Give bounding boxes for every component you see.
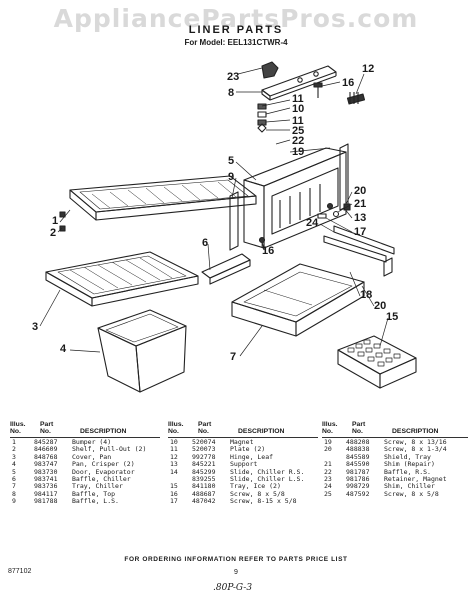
callout-21: 21 [354,198,367,210]
model-subtitle: For Model: EEL131CTWR-4 [184,38,288,47]
shim-support-parts [317,202,351,219]
callout-15: 15 [386,311,399,323]
crisper-pan-part [97,309,187,393]
callout-11b: 11 [292,115,304,127]
callout-16b: 16 [262,245,275,257]
ordering-note: FOR ORDERING INFORMATION REFER TO PARTS … [124,556,348,563]
chiller-slide-part [333,225,395,277]
callout-23: 23 [227,71,240,83]
callout-19: 19 [292,146,305,158]
watermark: AppliancePartsPros.com [53,4,419,33]
callout-22: 22 [292,135,305,147]
magnet-plate-stack [257,103,267,133]
callout-13: 13 [354,212,367,224]
table-header: Illus. No. Part No. DESCRIPTION [322,421,439,435]
callout-9: 9 [228,171,235,183]
callout-3: 3 [32,321,39,333]
evaporator-door-part [243,147,347,249]
document-number: 877102 [8,568,32,575]
pan-cover-part [45,251,199,307]
callout-20b: 20 [374,300,387,312]
callout-18: 18 [360,289,373,301]
callout-16: 16 [342,77,355,89]
chiller-shim-part [323,235,387,263]
callout-17: 17 [354,226,367,238]
callout-25: 25 [292,125,305,137]
chiller-baffle-part [201,253,251,285]
pull-out-shelf-part [69,175,257,221]
magnet-retainer-part [261,61,279,79]
callout-6: 6 [202,237,209,249]
callout-8: 8 [228,87,235,99]
table-header: Illus. No. Part No. DESCRIPTION [168,421,285,435]
ice-tray-part [337,335,417,389]
callout-4: 4 [60,343,67,355]
callout-1: 1 [52,215,59,227]
callout-2: 2 [50,227,57,239]
screw-part [313,82,323,98]
callout-11: 11 [292,93,304,105]
top-baffle-part [261,65,337,101]
page-number: 9 [234,569,238,576]
callout-24: 24 [306,217,319,229]
callout-20: 20 [354,185,367,197]
table-header: Illus. No. Part No. DESCRIPTION [10,421,127,435]
hinge-leaf-part [346,92,366,105]
handwritten-note: .80P-G-3 [213,583,253,593]
side-baffle-part [229,191,239,251]
chiller-tray-part [231,263,365,337]
bumper-part [59,211,66,232]
page-title: LINER PARTS [188,24,284,36]
callout-12: 12 [362,63,375,75]
callout-10: 10 [292,103,305,115]
callout-7: 7 [230,351,237,363]
exploded-parts-diagram [39,61,417,393]
callout-5: 5 [228,155,235,167]
leader-lines [39,67,389,357]
